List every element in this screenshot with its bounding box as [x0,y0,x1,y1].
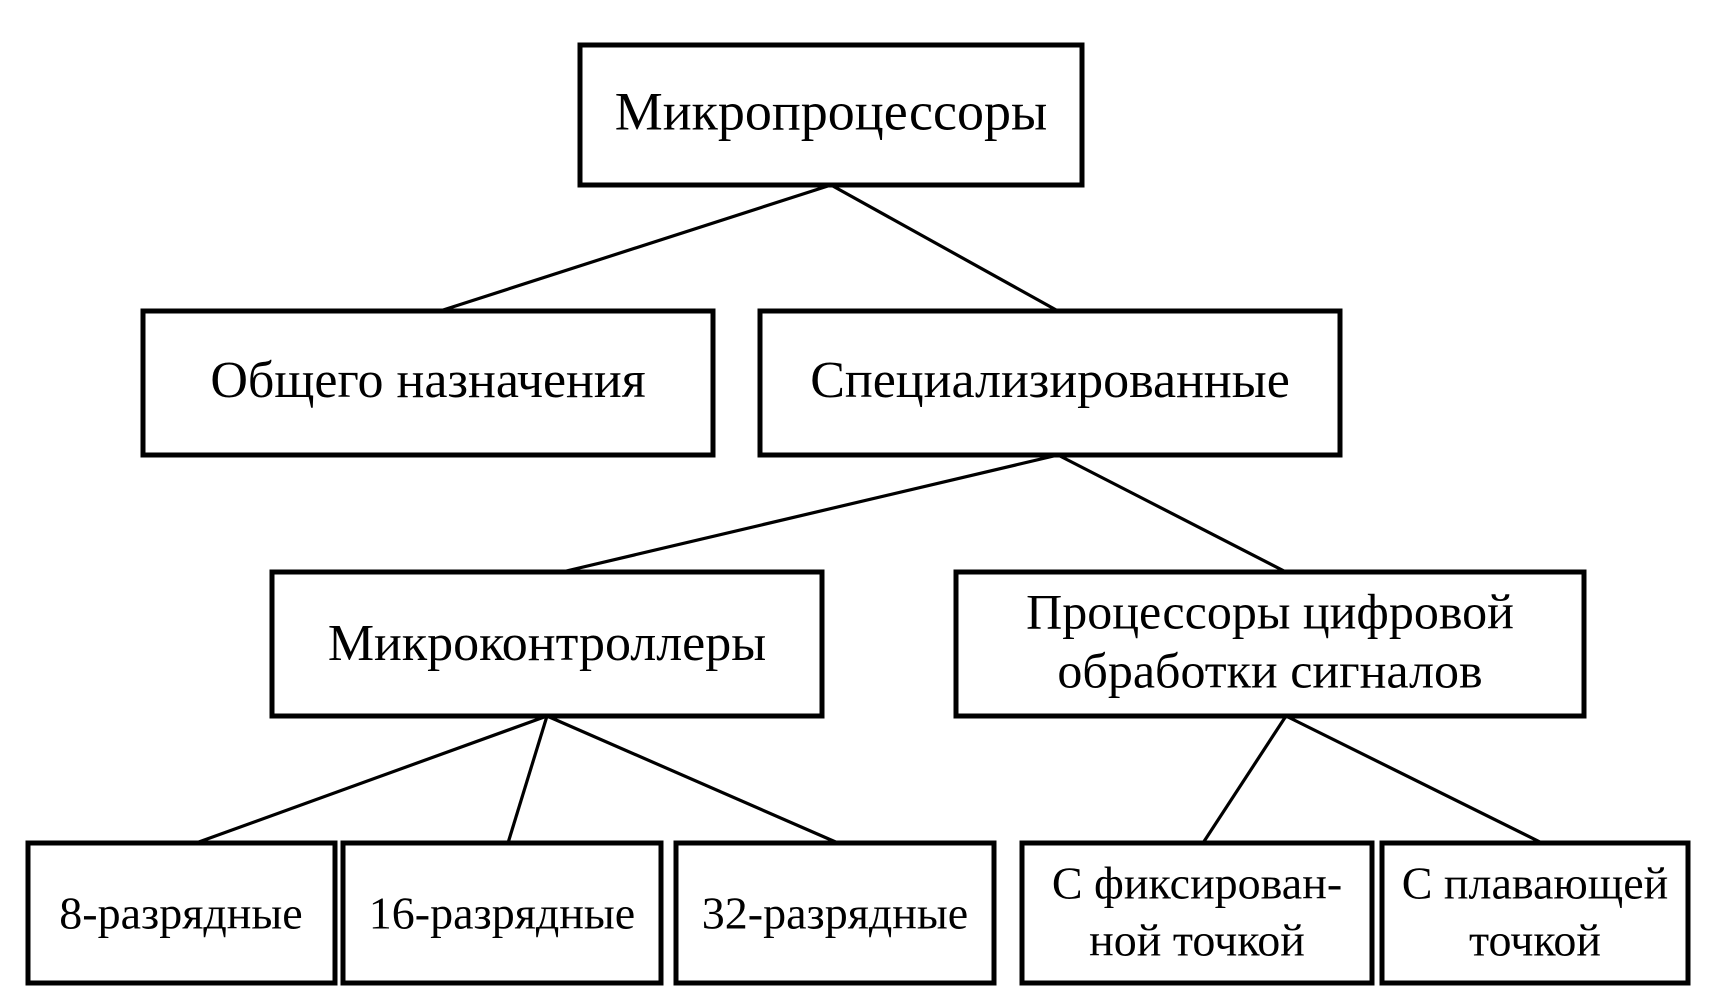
node-label: Микроконтроллеры [328,615,766,672]
edge-specialized-to-microcontrollers [561,453,1059,574]
node-microprocessors[interactable]: Микропроцессоры [577,42,1085,188]
node-box [953,569,1587,719]
edge-microcontrollers-to-bit32 [546,714,839,845]
node-16-bit[interactable]: 16-разрядные [340,840,664,986]
node-floating-point[interactable]: С плавающей точкой [1379,840,1691,986]
node-box [140,308,716,458]
edge-dsp-to-fixed-point [1201,715,1288,844]
node-box [577,42,1085,188]
node-32-bit[interactable]: 32-разрядные [673,840,997,986]
node-dsp[interactable]: Процессоры цифровой обработки сигналов [953,569,1587,719]
node-box [1019,840,1375,986]
node-label-line-2: точкой [1469,915,1601,966]
edge-root-to-general-purpose [439,183,832,313]
node-label-line-2: обработки сигналов [1057,642,1482,698]
node-label: 32-разрядные [702,888,968,939]
node-label-line-1: С фиксирован- [1052,858,1342,909]
edge-microcontrollers-to-bit16 [506,715,549,844]
node-8-bit[interactable]: 8-разрядные [25,840,338,986]
node-box [673,840,997,986]
node-box [340,840,664,986]
node-box [269,569,825,719]
connector-group [195,183,1543,845]
node-label: Специализированные [810,352,1290,409]
node-general-purpose[interactable]: Общего назначения [140,308,716,458]
node-label: Общего назначения [210,352,645,409]
edge-dsp-to-floating-point [1285,714,1543,845]
edge-microcontrollers-to-bit8 [195,714,548,845]
node-microcontrollers[interactable]: Микроконтроллеры [269,569,825,719]
node-label: Микропроцессоры [615,81,1047,141]
node-fixed-point[interactable]: С фиксирован- ной точкой [1019,840,1375,986]
node-specialized[interactable]: Специализированные [757,308,1343,458]
node-box [25,840,338,986]
node-box [1379,840,1691,986]
node-label: 8-разрядные [59,888,302,939]
node-label-line-1: Процессоры цифровой [1026,583,1514,639]
edge-specialized-to-dsp [1057,453,1287,574]
edge-root-to-specialized [830,183,1059,313]
node-box [757,308,1343,458]
node-label-line-2: ной точкой [1089,915,1305,966]
node-label: 16-разрядные [369,888,635,939]
node-label-line-1: С плавающей [1402,858,1669,909]
